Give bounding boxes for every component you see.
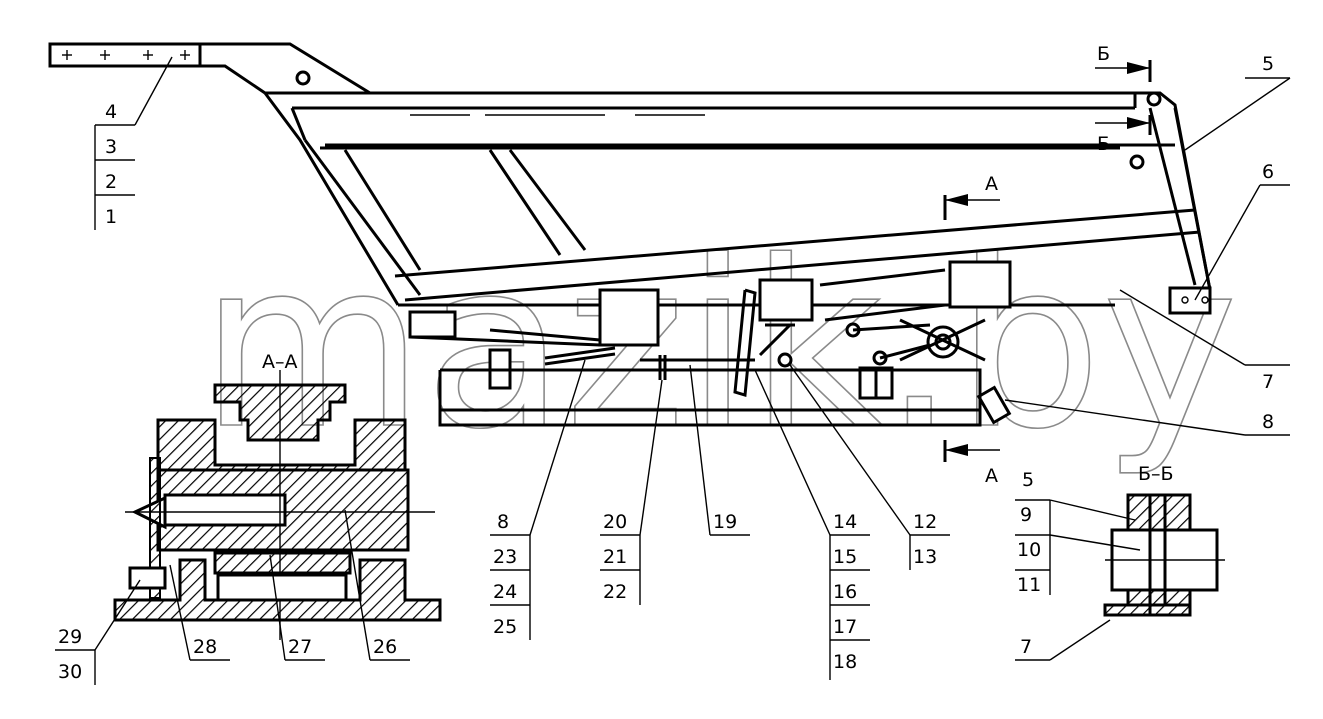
callout-2: 2	[105, 171, 117, 193]
callout-22: 22	[603, 581, 627, 603]
callout-leaders	[55, 56, 1290, 685]
callout-28: 28	[193, 636, 217, 658]
callout-5: 5	[1262, 53, 1274, 75]
callout-17: 17	[833, 616, 857, 638]
callout-1: 1	[105, 206, 117, 228]
callout-27: 27	[288, 636, 312, 658]
callout-16: 16	[833, 581, 857, 603]
callout-18: 18	[833, 651, 857, 673]
callout-7-section: 7	[1020, 636, 1032, 658]
callout-29: 29	[58, 626, 82, 648]
callout-3: 3	[105, 136, 117, 158]
callout-21: 21	[603, 546, 627, 568]
callout-6: 6	[1262, 161, 1274, 183]
callout-30: 30	[58, 661, 82, 683]
section-a-a-title: А–А	[262, 351, 298, 373]
callout-20: 20	[603, 511, 627, 533]
callout-5-section: 5	[1022, 469, 1034, 491]
callout-7: 7	[1262, 371, 1274, 393]
section-mark-a-bottom: А	[985, 465, 998, 487]
section-mark-b-top: Б	[1097, 43, 1110, 65]
dump-body	[48, 42, 1291, 462]
callout-14: 14	[833, 511, 857, 533]
callout-15: 15	[833, 546, 857, 568]
section-b-b-title: Б–Б	[1138, 463, 1174, 485]
callout-26: 26	[373, 636, 397, 658]
callout-11: 11	[1017, 574, 1041, 596]
callout-24: 24	[493, 581, 517, 603]
callout-23: 23	[493, 546, 517, 568]
callout-4: 4	[105, 101, 117, 123]
callout-19: 19	[713, 511, 737, 533]
callout-8: 8	[1262, 411, 1274, 433]
callout-13: 13	[913, 546, 937, 568]
section-b-b: Б–Б	[1103, 463, 1225, 617]
section-mark-b-bottom: Б	[1097, 133, 1110, 155]
callout-12: 12	[913, 511, 937, 533]
section-mark-a-top: А	[985, 173, 998, 195]
callout-25: 25	[493, 616, 517, 638]
section-a-a: А–А	[113, 351, 442, 640]
callout-9: 9	[1020, 504, 1032, 526]
callout-8-lower: 8	[497, 511, 509, 533]
callout-10: 10	[1017, 539, 1041, 561]
